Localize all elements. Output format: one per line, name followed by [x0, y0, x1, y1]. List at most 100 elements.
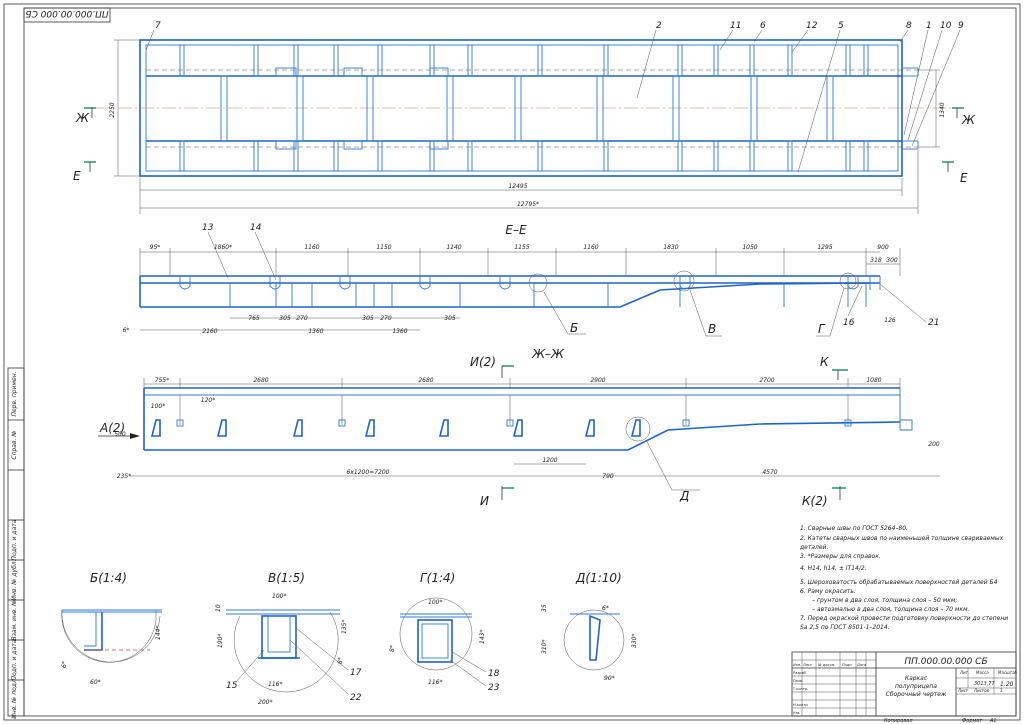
bracket-loop — [499, 276, 511, 290]
svg-text:И(2): И(2) — [470, 355, 496, 369]
detail-d: Д(1:10) 35 6* 310* 330* 90* — [541, 571, 638, 682]
svg-text:Листов: Листов — [973, 688, 990, 693]
dim-label: 1155 — [514, 244, 529, 251]
bracket — [343, 67, 363, 77]
svg-text:Лит.: Лит. — [959, 670, 969, 675]
svg-text:18: 18 — [488, 669, 500, 679]
svg-text:1:20: 1:20 — [1000, 681, 1014, 688]
bracket — [429, 67, 449, 77]
svg-text:1: 1 — [1000, 688, 1003, 693]
svg-text:60*: 60* — [90, 679, 101, 686]
rib — [749, 140, 755, 172]
svg-text:5: 5 — [838, 21, 844, 31]
svg-text:16: 16 — [843, 318, 855, 328]
svg-text:Разраб.: Разраб. — [793, 671, 807, 675]
svg-text:4. H14, h14, ± IT14/2.: 4. H14, h14, ± IT14/2. — [800, 565, 867, 572]
detail-v: В(1:5) 100* 10 190* 135* 8* 116* 200* 15… — [215, 571, 362, 706]
svg-text:Инв. № дубл.: Инв. № дубл. — [11, 559, 18, 600]
svg-text:8*: 8* — [337, 657, 344, 664]
svg-text:Дата: Дата — [856, 663, 866, 667]
dim-label: 1050 — [742, 244, 757, 251]
svg-text:11: 11 — [730, 21, 741, 31]
cross-member — [220, 75, 228, 142]
gusset — [512, 419, 523, 437]
bracket — [275, 140, 297, 150]
post-cap — [844, 419, 852, 427]
dim-label: 755* — [155, 377, 169, 384]
svg-text:2250: 2250 — [109, 102, 116, 117]
rib — [377, 44, 383, 77]
svg-text:Копировал: Копировал — [884, 718, 913, 724]
inner-frame — [23, 7, 1017, 717]
svg-text:90*: 90* — [604, 675, 615, 682]
svg-text:100*: 100* — [272, 593, 286, 600]
svg-text:7. Перед окраской провести под: 7. Перед окраской провести подготовку по… — [800, 615, 1008, 622]
dim-label: 100* — [151, 403, 165, 410]
svg-text:9: 9 — [958, 21, 964, 31]
svg-text:3013,77: 3013,77 — [974, 681, 995, 687]
svg-text:Масштаб: Масштаб — [998, 670, 1018, 675]
dim-label: 1200 — [542, 457, 557, 464]
rib — [537, 140, 543, 172]
dim-label: 2700 — [759, 377, 774, 384]
svg-text:5. Шероховатость обрабатываемы: 5. Шероховатость обрабатываемых поверхно… — [800, 579, 998, 586]
svg-text:2: 2 — [656, 21, 662, 31]
svg-text:А(2): А(2) — [99, 421, 125, 435]
bracket-loop — [339, 276, 351, 290]
svg-text:1: 1 — [926, 21, 932, 31]
rib — [467, 140, 473, 172]
dim-label: 2680 — [418, 377, 433, 384]
rotated-doc-code: ПП.000.00.000 СБ — [25, 8, 108, 18]
bracket — [275, 67, 297, 77]
cross-member — [672, 75, 680, 142]
svg-text:Справ. №: Справ. № — [11, 430, 18, 459]
svg-text:21: 21 — [928, 318, 939, 328]
cross-member — [514, 75, 522, 142]
dim-label: 1160 — [583, 244, 598, 251]
gusset — [292, 419, 303, 437]
svg-text:Д(1:10): Д(1:10) — [575, 571, 622, 585]
svg-text:330*: 330* — [631, 634, 638, 648]
cross-member — [366, 75, 374, 142]
svg-text:144*: 144* — [155, 626, 162, 640]
svg-text:В: В — [708, 322, 716, 336]
gusset — [630, 419, 641, 437]
rib — [603, 44, 609, 77]
svg-text:143*: 143* — [479, 630, 486, 644]
dim-label: 270 — [296, 315, 308, 322]
svg-text:Каркас: Каркас — [905, 675, 928, 682]
rib — [845, 140, 851, 172]
dim-label: 120* — [201, 397, 215, 404]
svg-text:Г(1:4): Г(1:4) — [420, 571, 455, 585]
svg-text:№ докум.: № докум. — [817, 663, 835, 667]
rib — [749, 44, 755, 77]
svg-text:7: 7 — [155, 21, 161, 31]
bracket-loop — [679, 276, 691, 290]
svg-text:Н.контр.: Н.контр. — [793, 703, 809, 707]
rib — [845, 44, 851, 77]
rib — [333, 44, 339, 77]
dim-label: 1830 — [663, 244, 678, 251]
rib — [713, 140, 719, 172]
svg-text:A1: A1 — [989, 718, 997, 724]
rib — [677, 44, 683, 77]
svg-text:– автоэмалью в два слоя, толщи: – автоэмалью в два слоя, толщина слоя – … — [812, 606, 970, 613]
svg-text:Е: Е — [73, 169, 81, 183]
svg-text:35: 35 — [541, 604, 548, 612]
svg-text:Лист: Лист — [802, 663, 813, 667]
svg-text:8*: 8* — [389, 645, 396, 652]
dim-label: 1360 — [308, 328, 323, 335]
dim-label: 305 — [444, 315, 456, 322]
post-cap — [682, 419, 690, 427]
cross-member — [446, 75, 454, 142]
dim-label: 200 — [928, 441, 940, 448]
svg-text:Е–Е: Е–Е — [505, 223, 527, 237]
svg-text:деталей.: деталей. — [799, 544, 828, 551]
rib — [333, 140, 339, 172]
svg-text:3. *Размеры для справок.: 3. *Размеры для справок. — [800, 553, 881, 560]
svg-text:310*: 310* — [541, 640, 548, 654]
svg-text:Е: Е — [960, 171, 968, 185]
bracket-loop — [419, 276, 431, 290]
